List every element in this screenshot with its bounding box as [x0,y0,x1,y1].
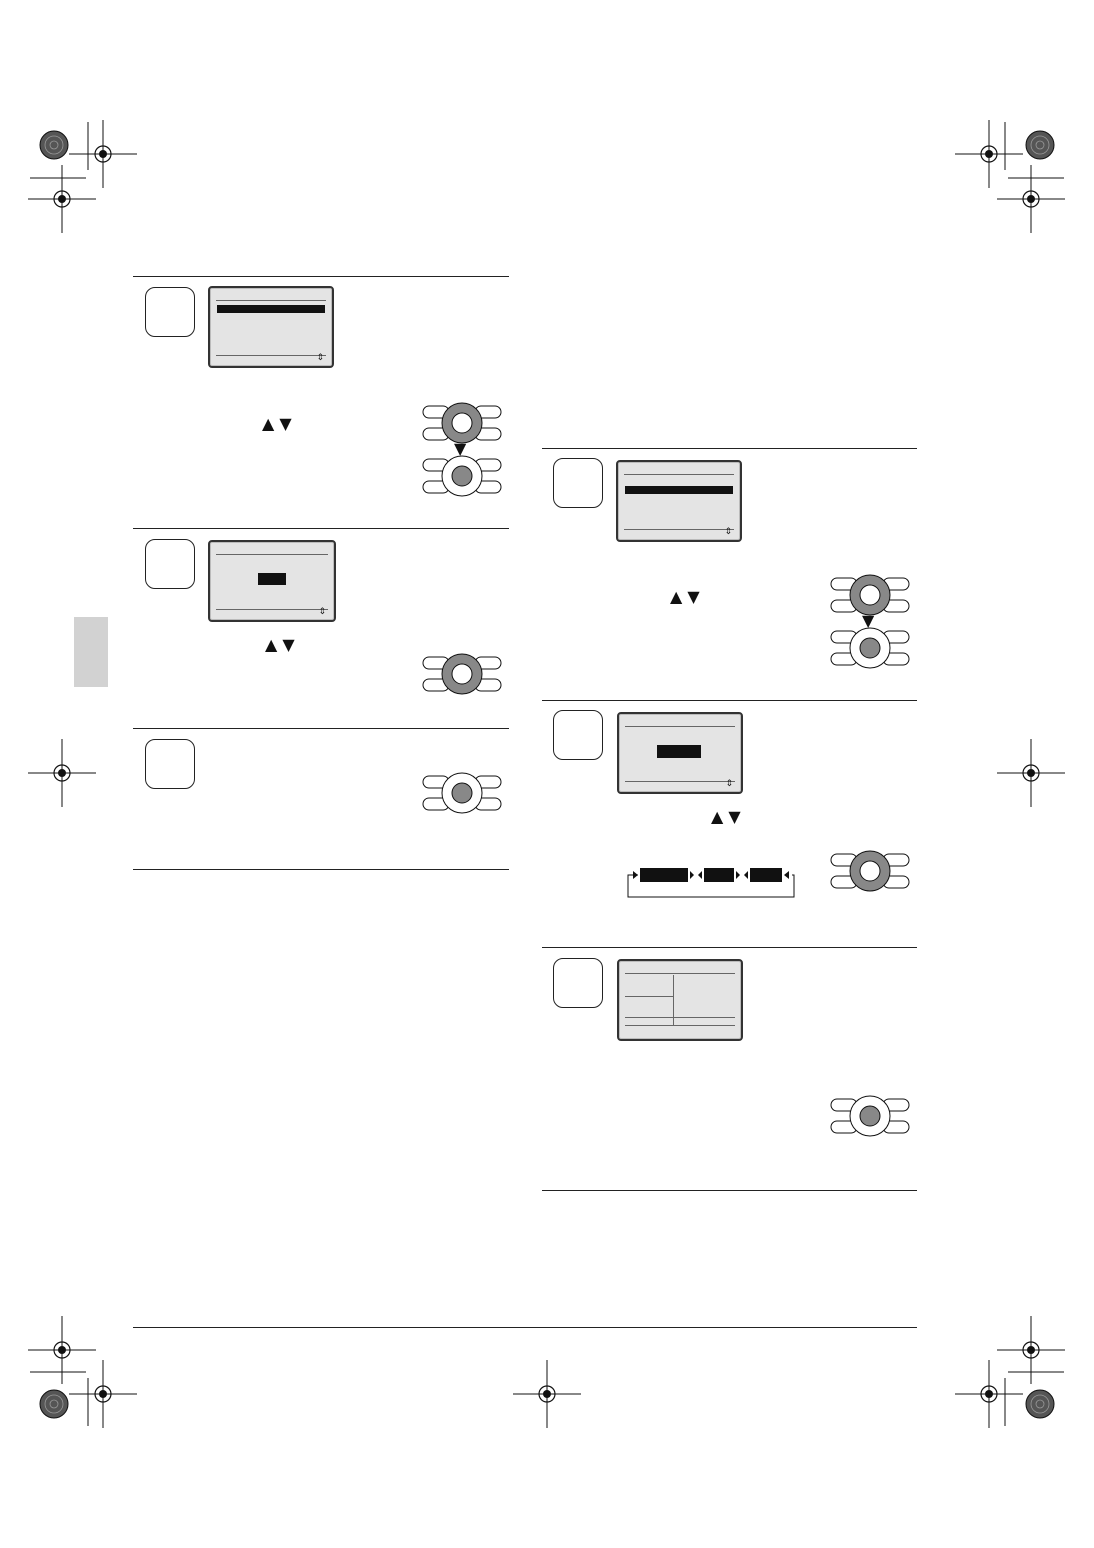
section-divider [133,528,509,529]
color-wheel-icon [39,130,69,160]
registration-mark-icon [996,738,1066,808]
selection-highlight [258,573,286,585]
lcd-screen: ⇕ [616,460,742,542]
lcd-screen: ⇕ [208,286,334,368]
section-divider [133,728,509,729]
option-box [750,868,782,882]
selection-highlight [217,305,325,313]
down-arrow-icon: ▼ [862,611,875,630]
registration-mark-icon [27,738,97,808]
selection-highlight [625,486,733,494]
up-down-arrows-icon: ▲ ▼ [711,807,741,826]
section-divider [133,276,509,277]
registration-mark-icon [27,1315,97,1385]
lcd-screen [617,959,743,1041]
option-box [640,868,688,882]
lcd-screen: ⇕ [617,712,743,794]
registration-mark-icon [996,1315,1066,1385]
navigation-pad-icon[interactable] [829,1095,911,1139]
scroll-icon: ⇕ [318,607,326,617]
scroll-icon: ⇕ [316,353,324,363]
registration-mark-icon [954,119,1024,189]
navigation-pad-icon[interactable] [829,850,911,894]
navigation-pad-icon[interactable] [421,653,503,697]
color-wheel-icon [39,1389,69,1419]
up-down-arrows-icon: ▲ ▼ [670,587,700,606]
scroll-icon: ⇕ [725,779,733,789]
step-number-box [145,287,195,337]
registration-mark-icon [954,1359,1024,1429]
section-divider [542,1190,917,1191]
section-divider [542,700,917,701]
step-number-box [553,710,603,760]
option-box [704,868,734,882]
navigation-pad-icon[interactable] [421,402,503,446]
up-down-arrows-icon: ▲ ▼ [265,635,295,654]
registration-mark-icon [68,119,138,189]
up-down-arrows-icon: ▲ ▼ [262,414,292,433]
section-divider [133,869,509,870]
option-cycle-diagram [627,868,795,898]
step-number-box [145,739,195,789]
registration-mark-icon [68,1359,138,1429]
section-divider [542,947,917,948]
scroll-icon: ⇕ [724,527,732,537]
down-arrow-icon: ▼ [454,439,467,458]
navigation-pad-icon[interactable] [829,627,911,671]
color-wheel-icon [1025,130,1055,160]
navigation-pad-icon[interactable] [421,772,503,816]
lcd-screen: ⇕ [208,540,336,622]
registration-mark-icon [512,1359,582,1429]
registration-mark-icon [27,164,97,234]
navigation-pad-icon[interactable] [829,574,911,618]
navigation-pad-icon[interactable] [421,455,503,499]
step-number-box [553,958,603,1008]
section-tab [74,617,108,687]
footer-rule [133,1327,917,1328]
step-number-box [553,458,603,508]
color-wheel-icon [1025,1389,1055,1419]
registration-mark-icon [996,164,1066,234]
section-divider [542,448,917,449]
step-number-box [145,539,195,589]
selection-highlight [657,745,701,758]
